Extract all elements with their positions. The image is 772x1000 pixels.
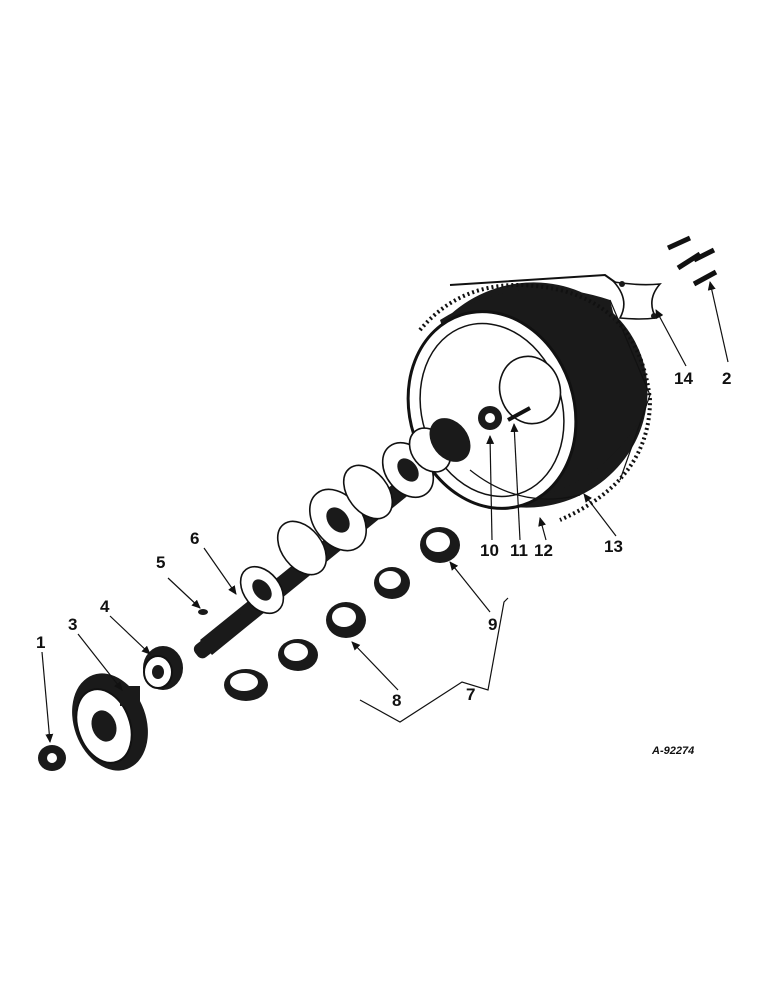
retainer-plate [611,280,662,320]
drawing-code: A-92274 [651,745,694,757]
callout-12: 12 [534,541,553,560]
callout-1: 1 [36,633,45,652]
leader-lines [41,281,729,743]
callout-7: 7 [466,685,475,704]
crankshaft-gear [143,646,183,690]
callout-13: 13 [604,537,623,556]
bearing-half [326,602,366,638]
dowel-pin [507,406,531,422]
woodruff-key [198,609,208,615]
callout-10: 10 [480,541,499,560]
callout-9: 9 [488,615,497,634]
callout-6: 6 [190,529,199,548]
pulley-nut [38,745,66,771]
crankshaft-pulley [72,673,148,771]
callout-2: 2 [722,369,731,388]
callout-14: 14 [674,369,693,388]
main-bearing-set [224,527,460,701]
callout-4: 4 [100,597,110,616]
bearing-half [278,639,318,671]
callout-5: 5 [156,553,165,572]
callout-8: 8 [392,691,401,710]
crankshaft [193,418,471,659]
bearing-half [224,669,268,701]
callout-11: 11 [510,541,528,560]
thrust-bearing-half [420,527,460,563]
flywheel-bolts [666,235,718,287]
callout-3: 3 [68,615,77,634]
pilot-bearing [478,406,502,430]
bearing-half [374,567,410,599]
